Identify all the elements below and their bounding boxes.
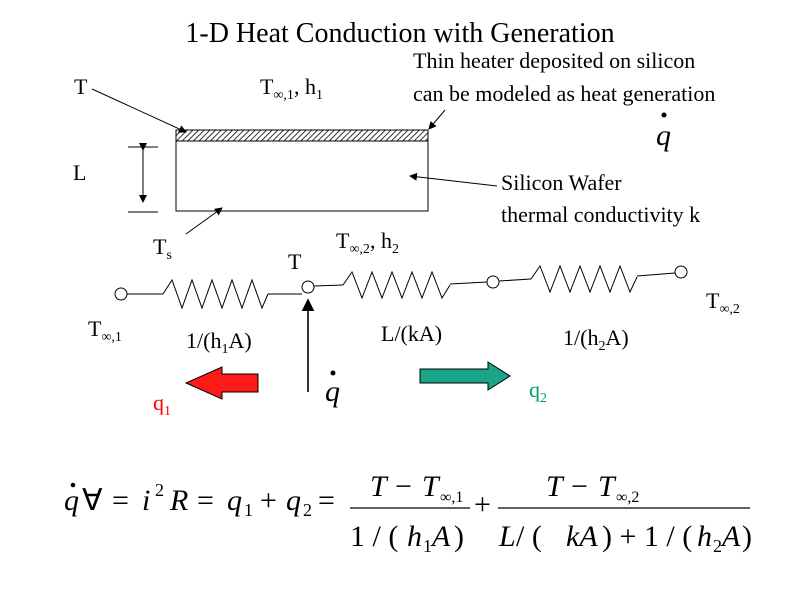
resistor-2 [342,270,451,300]
label-t-inf1-left: T∞,1 [88,316,122,345]
label-t-inf2-h2: T∞,2, h2 [336,228,399,257]
node-t [301,280,315,294]
svg-text:i: i [142,484,150,517]
qdot-generation-letter: q [325,375,340,408]
page-title: 1-D Heat Conduction with Generation [185,18,615,49]
svg-text:2: 2 [303,500,312,520]
svg-text:A: A [720,520,741,553]
svg-text:+: + [474,488,491,521]
svg-text:∀: ∀ [82,484,103,517]
svg-text:1 / (: 1 / ( [350,520,398,553]
label-ts: Ts [153,234,172,263]
q1-arrow [184,366,259,400]
label-t-top: T [74,74,88,99]
wafer-label-line-2: thermal conductivity k [501,202,701,227]
label-resistance-1: 1/(h1A) [186,328,252,357]
qdot-heater-symbol: q [656,112,671,152]
ts-leader-arrow [185,207,223,235]
svg-text:T: T [546,470,565,503]
node-t-inf-2 [674,265,688,279]
svg-text:h: h [697,520,712,553]
svg-text:L: L [498,520,516,553]
node-interface [486,275,500,289]
t-leader-arrow [91,88,187,133]
svg-text:T: T [422,470,441,503]
svg-text:∞,2: ∞,2 [616,489,639,506]
svg-text:A: A [430,520,451,553]
q2-arrow [419,361,511,391]
label-q1: q1 [153,390,171,419]
svg-text:) + 1 / (: ) + 1 / ( [602,520,692,553]
svg-text:): ) [454,520,464,553]
label-t-node: T [288,249,302,274]
svg-text:q: q [227,484,242,517]
resistor-1 [162,278,269,310]
qdot-generation-symbol: q [325,370,340,408]
svg-text:/ (: / ( [516,520,542,553]
svg-text:=: = [112,484,129,517]
svg-text:−: − [571,470,588,503]
svg-text:+: + [260,484,277,517]
svg-text:h: h [407,520,422,553]
svg-text:2: 2 [713,536,722,556]
label-t-inf1-h1: T∞,1, h1 [260,74,323,103]
resistance-network [114,264,688,310]
heater-note-line-1: Thin heater deposited on silicon [413,48,696,73]
svg-text:=: = [318,484,335,517]
svg-text:1: 1 [423,536,432,556]
qdot-heater-letter: q [656,119,671,152]
svg-text:q: q [286,484,301,517]
svg-text:T: T [370,470,389,503]
svg-text:2: 2 [155,480,164,500]
svg-text:1: 1 [244,500,253,520]
energy-balance-equation: q ∀ = i 2 R = q 1 + q 2 = T − T ∞,1 1 / … [64,470,752,556]
svg-text:q: q [64,484,79,517]
label-q2: q2 [529,377,547,406]
svg-text:∞,1: ∞,1 [440,489,463,506]
label-resistance-2: L/(kA) [381,321,443,346]
resistor-3 [530,264,638,294]
svg-text:): ) [742,520,752,553]
svg-text:T: T [598,470,617,503]
label-thickness-l: L [73,160,87,185]
heater-layer [175,129,429,142]
silicon-wafer [175,140,429,212]
node-t-inf-1 [114,287,128,301]
svg-text:kA: kA [566,520,598,553]
svg-text:R: R [169,484,188,517]
wafer-label-line-1: Silicon Wafer [501,170,622,195]
label-resistance-3: 1/(h2A) [563,325,629,354]
svg-text:=: = [197,484,214,517]
label-t-inf2-right: T∞,2 [706,288,740,317]
wafer-leader-arrow [409,172,498,187]
svg-text:−: − [395,470,412,503]
heater-leader-arrow [428,109,446,130]
heater-note-line-2: can be modeled as heat generation [413,81,716,106]
